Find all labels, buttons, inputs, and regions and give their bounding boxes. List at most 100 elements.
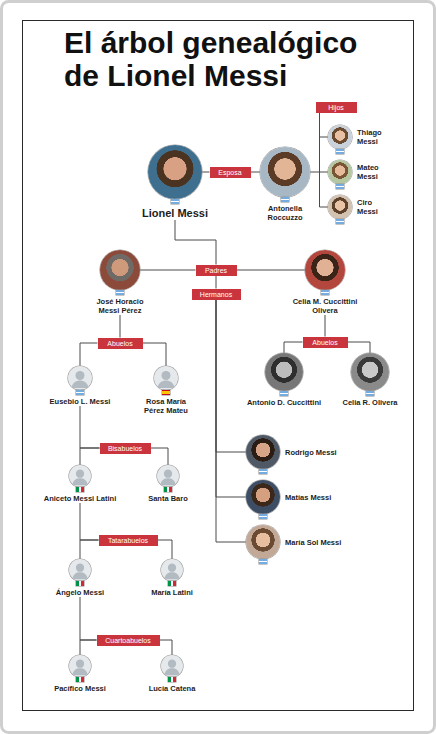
person-name: Celia R. Olivera bbox=[342, 398, 397, 407]
avatar-silhouette bbox=[69, 655, 91, 677]
band-label: Esposa bbox=[210, 167, 251, 178]
portrait-frame bbox=[246, 525, 280, 559]
relation-band: Hermanos bbox=[192, 289, 241, 300]
band-label: Bisabuelos bbox=[100, 443, 151, 454]
avatar-body bbox=[164, 572, 180, 579]
person-node: Ángelo Messi bbox=[55, 559, 105, 597]
band-label: Cuartoabuelos bbox=[97, 635, 160, 646]
family-connector bbox=[202, 172, 210, 173]
person-name: Aniceto Messi Latini bbox=[44, 494, 117, 503]
family-connector bbox=[158, 540, 173, 559]
band-label: Hermanos bbox=[192, 289, 241, 300]
portrait-photo bbox=[246, 435, 280, 469]
family-connector bbox=[120, 315, 121, 338]
avatar-placeholder bbox=[69, 655, 91, 677]
family-connector bbox=[80, 640, 97, 655]
relation-band: Padres bbox=[196, 265, 237, 276]
person-name: Ángelo Messi bbox=[56, 588, 104, 597]
person-name: Antonio D. Cuccittini bbox=[247, 398, 321, 407]
person-node: Celia R. Olivera bbox=[342, 353, 399, 407]
person-name: Lionel Messi bbox=[142, 207, 208, 220]
avatar-placeholder bbox=[68, 366, 92, 390]
avatar-head bbox=[168, 660, 176, 668]
band-label: Abuelos bbox=[98, 338, 143, 349]
portrait-frame bbox=[328, 195, 352, 219]
avatar-silhouette bbox=[161, 655, 183, 677]
avatar-silhouette bbox=[154, 366, 178, 390]
avatar-head bbox=[164, 470, 172, 478]
family-connector bbox=[80, 503, 99, 540]
band-label: Tatarabuelos bbox=[99, 535, 158, 546]
inner-border bbox=[23, 21, 414, 711]
portrait-photo bbox=[305, 250, 345, 290]
person-node: Matías Messi bbox=[246, 480, 333, 514]
country-flag bbox=[171, 199, 179, 204]
avatar-body bbox=[72, 572, 88, 579]
country-flag bbox=[168, 677, 176, 682]
portrait-photo bbox=[148, 145, 202, 199]
person-node: Antonio D. Cuccittini bbox=[246, 353, 322, 407]
portrait-frame bbox=[161, 559, 183, 581]
country-flag bbox=[76, 677, 84, 682]
person-name: Rodrigo Messi bbox=[285, 448, 337, 457]
person-node: María Sol Messi bbox=[246, 525, 343, 559]
portrait-photo bbox=[246, 480, 280, 514]
person-name: Rosa María Pérez Mateu bbox=[141, 397, 191, 415]
person-name: Ciro Messi bbox=[357, 198, 389, 216]
person-node: Mateo Messi bbox=[328, 160, 390, 184]
avatar-head bbox=[76, 371, 85, 380]
person-name: Antonella Roccuzzo bbox=[260, 204, 310, 222]
avatar-silhouette bbox=[157, 465, 179, 487]
person-name: Pacífico Messi bbox=[54, 684, 106, 693]
portrait-photo bbox=[328, 125, 352, 149]
person-name: Eusebio L. Messi bbox=[50, 397, 111, 406]
avatar-placeholder bbox=[69, 559, 91, 581]
person-name: Matías Messi bbox=[285, 493, 331, 502]
portrait-frame bbox=[69, 559, 91, 581]
portrait-photo bbox=[260, 147, 310, 197]
portrait-frame bbox=[260, 147, 310, 197]
portrait-photo bbox=[246, 525, 280, 559]
person-name: Celia M. Cuccittini Olivera bbox=[292, 297, 358, 315]
avatar-placeholder bbox=[154, 366, 178, 390]
family-connector bbox=[320, 113, 329, 173]
family-connector bbox=[348, 342, 371, 353]
family-connector bbox=[80, 540, 99, 559]
family-connector bbox=[216, 300, 246, 453]
person-node: Eusebio L. Messi bbox=[49, 366, 111, 406]
person-node: Aniceto Messi Latini bbox=[43, 465, 117, 503]
title: El árbol genealógico de Lionel Messi bbox=[64, 26, 384, 92]
avatar-body bbox=[160, 478, 176, 485]
band-label: Abuelos bbox=[303, 337, 348, 348]
family-connector bbox=[216, 276, 217, 289]
portrait-frame bbox=[69, 465, 91, 487]
country-flag bbox=[164, 487, 172, 492]
relation-band: Tatarabuelos bbox=[99, 535, 158, 546]
country-flag bbox=[168, 581, 176, 586]
person-node: Celia M. Cuccittini Olivera bbox=[292, 250, 359, 315]
avatar-placeholder bbox=[161, 655, 183, 677]
portrait-frame bbox=[68, 366, 92, 390]
portrait-frame bbox=[328, 125, 352, 149]
band-label: Padres bbox=[196, 265, 237, 276]
family-connector bbox=[160, 640, 173, 655]
person-node: Thiago Messi bbox=[328, 125, 390, 149]
portrait-photo bbox=[328, 160, 352, 184]
person-node: Santa Baro bbox=[148, 465, 189, 503]
person-node: Lionel Messi bbox=[141, 145, 209, 220]
person-name: María Sol Messi bbox=[285, 538, 341, 547]
country-flag bbox=[76, 581, 84, 586]
family-connector bbox=[325, 315, 326, 337]
country-flag bbox=[259, 469, 267, 474]
portrait-frame bbox=[154, 366, 178, 390]
avatar-silhouette bbox=[69, 465, 91, 487]
country-flag bbox=[366, 391, 374, 396]
person-node: Rodrigo Messi bbox=[246, 435, 338, 469]
band-label: Hijos bbox=[316, 102, 357, 113]
relation-band: Esposa bbox=[210, 167, 251, 178]
person-name: José Horacio Messi Pérez bbox=[92, 297, 148, 315]
relation-band: Cuartoabuelos bbox=[97, 635, 160, 646]
person-name: Santa Baro bbox=[148, 494, 188, 503]
